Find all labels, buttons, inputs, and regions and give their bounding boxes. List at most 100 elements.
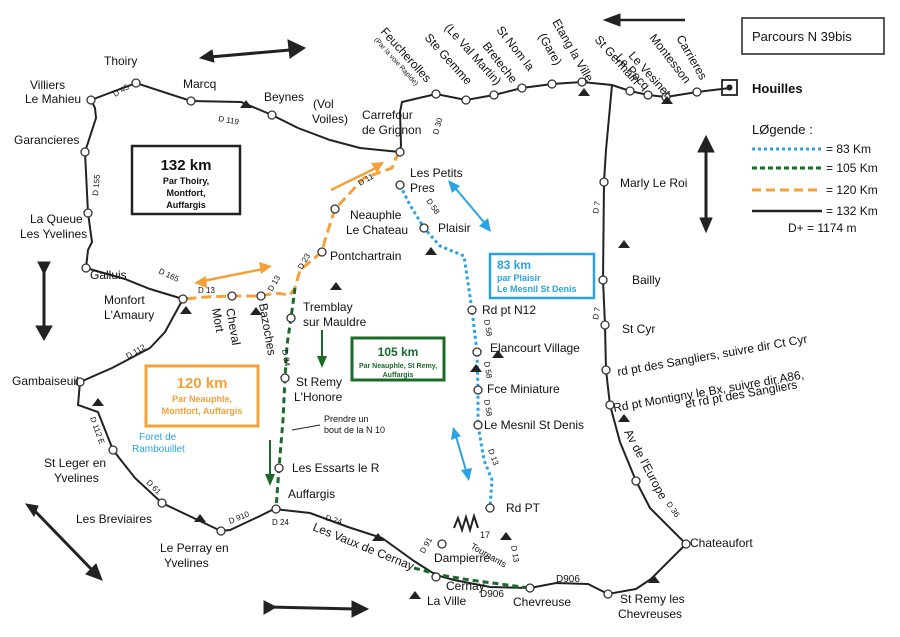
blue-arrow-1-head xyxy=(479,218,491,232)
town-markers-8 xyxy=(517,83,527,93)
blue-arrow-1-shaft xyxy=(450,182,489,228)
town-plaisir: Plaisir xyxy=(438,221,471,235)
town-markers-40 xyxy=(525,583,535,593)
town-markers-32 xyxy=(274,463,284,473)
town-markers-15 xyxy=(80,147,90,157)
town-markers-18 xyxy=(178,294,188,304)
road-d112: D 112 xyxy=(125,342,148,360)
direction-arrows-70 xyxy=(602,13,621,27)
blue-arrow-2-tail xyxy=(451,427,461,440)
town-tremblay-1: Tremblay xyxy=(303,300,353,314)
town-markers-25 xyxy=(330,204,340,214)
town-les-essarts: Les Essarts le R xyxy=(292,461,380,475)
town-markers-38 xyxy=(437,539,447,549)
town-bailly: Bailly xyxy=(632,273,661,287)
start-town-label: Houilles xyxy=(752,81,803,96)
town-neauphle-2: Le Chateau xyxy=(346,223,408,237)
route-132-box xyxy=(130,144,242,216)
climb-markers-61 xyxy=(648,575,660,583)
town-st-remy-h-2: L'Honore xyxy=(294,390,343,404)
climb-markers-56 xyxy=(92,398,104,406)
direction-arrows-73 xyxy=(699,217,713,234)
road-d24-b: D 24 xyxy=(324,513,343,526)
route-105-box xyxy=(350,336,446,382)
legend-label-132: = 132 Km xyxy=(826,204,878,218)
green-arrow-1-head xyxy=(317,356,327,368)
town-fce-miniature: Fce Miniature xyxy=(487,382,560,396)
climb-markers-64 xyxy=(250,307,262,315)
legend-heading: LØgende : xyxy=(752,122,813,137)
tournants-count: 17 xyxy=(480,530,490,540)
town-markers-26 xyxy=(419,223,429,233)
town-foret-1: Foret de xyxy=(139,432,177,443)
direction-arrows-76 xyxy=(37,261,51,276)
town-pontchartrain: Pontchartrain xyxy=(330,249,401,263)
town-st-remy-c-2: Chevreuses xyxy=(618,607,682,621)
town-markers-19 xyxy=(75,377,85,387)
route-105-line2: Auffargis xyxy=(383,372,414,379)
town-markers-6 xyxy=(461,95,471,105)
town-markers-17 xyxy=(81,263,91,273)
climb-markers-50 xyxy=(578,88,590,96)
direction-arrows xyxy=(24,13,715,618)
town-elancourt: Elancourt Village xyxy=(490,341,580,355)
town-vol-1: (Vol xyxy=(313,97,334,111)
note-prendre-2: bout de la N 10 xyxy=(324,425,385,435)
town-st-remy-h-1: St Remy xyxy=(296,375,342,389)
town-st-leger-2: Yvelines xyxy=(54,471,99,485)
town-markers-22 xyxy=(216,526,226,536)
town-carrefour-1: Carrefour xyxy=(362,108,413,122)
map-title: Parcours N 39bis xyxy=(752,29,852,44)
town-st-leger-1: St Leger en xyxy=(44,456,106,470)
climb-markers-51 xyxy=(661,96,673,104)
road-d119: D 119 xyxy=(218,114,241,127)
town-neauphle-1: Neauphle xyxy=(350,208,402,222)
town-markers-43 xyxy=(631,476,641,486)
blue-arrow-2-shaft xyxy=(454,432,468,475)
town-la-queue-1: La Queue xyxy=(30,212,83,226)
town-cernay-1: Cernay xyxy=(446,579,485,593)
road-d58-d: D 58 xyxy=(482,399,494,418)
town-markers-29 xyxy=(256,291,266,301)
route-83-km: 83 km xyxy=(497,258,531,272)
town-marcq: Marcq xyxy=(183,77,216,91)
road-d112e: D 112 E xyxy=(88,416,106,446)
orange-arrow-2-head xyxy=(194,276,207,288)
route-105-line1: Par Neauphle, St Remy, xyxy=(359,363,437,370)
town-villiers-1: Villiers xyxy=(30,78,65,92)
route-120-box xyxy=(144,364,260,428)
climb-markers-55 xyxy=(470,364,482,372)
route-83-line2: Le Mesnil St Denis xyxy=(497,284,577,294)
town-les-vaux: Les Vaux de Cernay xyxy=(311,520,416,573)
town-bazoches: Bazoches xyxy=(256,302,279,356)
road-d58: D 58 xyxy=(424,197,441,216)
town-vol-2: Voiles) xyxy=(312,112,348,126)
town-gambaiseuil: Gambaiseuil xyxy=(12,374,79,388)
climb-markers-49 xyxy=(240,100,252,108)
road-d91: D 91 xyxy=(418,535,435,555)
direction-arrows-68 xyxy=(198,49,215,63)
town-markers-42 xyxy=(681,539,691,549)
town-beynes: Beynes xyxy=(264,90,304,104)
town-monfort-2: L'Amaury xyxy=(104,308,154,322)
road-d906-b: D906 xyxy=(480,589,504,600)
route-120-line1: Par Neauphle, xyxy=(172,394,232,404)
town-le-mesnil: Le Mesnil St Denis xyxy=(484,418,584,432)
climb-markers xyxy=(92,88,673,599)
route-132-km: 132 km xyxy=(161,157,212,174)
climb-markers-58 xyxy=(194,514,206,522)
town-markers-30 xyxy=(286,313,296,323)
title-box xyxy=(741,17,885,55)
direction-arrows-79 xyxy=(24,503,39,518)
town-chevreuse: Chevreuse xyxy=(513,595,571,609)
town-markers-39 xyxy=(431,572,441,582)
route-105-km: 105 km xyxy=(378,345,419,359)
town-cernay-2: La Ville xyxy=(427,594,466,608)
climb-markers-65 xyxy=(180,306,192,314)
town-markers-11 xyxy=(625,86,635,96)
orange-arrow-2-tail xyxy=(259,262,272,274)
town-markers-48 xyxy=(605,400,615,410)
town-les-breviaires: Les Breviaires xyxy=(76,512,152,526)
